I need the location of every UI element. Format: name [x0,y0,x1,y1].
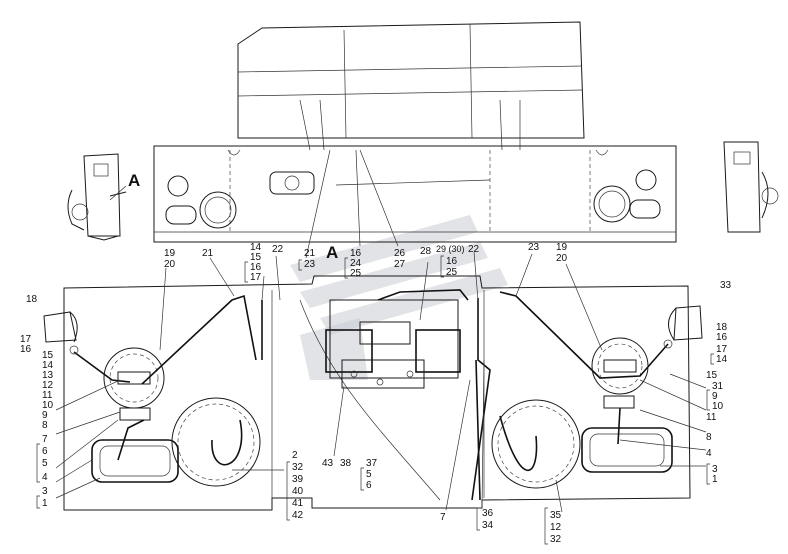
view-marker-a-left: A [128,171,140,190]
callout: 10 [712,401,724,412]
callout: 22 [468,244,480,255]
callout: 20 [556,253,568,264]
callout: 41 [292,498,304,509]
callout: 15 [706,370,718,381]
callout: 6 [366,480,372,491]
callout: 43 [322,458,334,469]
callout: 25 [350,268,362,279]
callout: 10 [42,400,54,411]
left-tail-light [43,311,79,355]
callout: 12 [42,380,54,391]
callout: 20 [164,259,176,270]
left-side-view [67,153,127,241]
right-lamp-assembly [491,291,673,489]
callout: 4 [42,472,48,483]
callout: 34 [482,520,494,531]
callout: 14 [250,242,262,253]
callout: 12 [550,522,562,533]
callout: 29 (30) [436,244,465,254]
callout: 8 [42,420,48,431]
callout: 8 [706,432,712,443]
callout: 15 [250,252,262,263]
callout-labels: A A 19 20 21 14 15 16 17 22 21 23 16 24 … [20,171,732,545]
callout: 18 [26,294,38,305]
callout: 16 [716,332,728,343]
callout: 35 [550,510,562,521]
callout: 17 [250,272,262,283]
cab-outline [237,21,585,151]
callout: 7 [440,512,446,523]
leader-lines [55,149,707,513]
callout: 33 [720,280,732,291]
callout: 23 [304,259,316,270]
callout: 3 [712,464,718,475]
watermark-logo [290,215,508,380]
callout: 5 [42,458,48,469]
callout: 21 [304,248,316,259]
callout: 11 [706,412,717,423]
callout: 19 [556,242,568,253]
callout: 13 [42,370,54,381]
callout: 9 [712,391,718,402]
callout: 31 [712,381,724,392]
callout: 16 [350,248,362,259]
callout: 32 [550,534,562,545]
callout: 42 [292,510,304,521]
callout: 16 [20,344,32,355]
right-tail-light [663,305,703,349]
callout: 9 [42,410,48,421]
callout: 1 [712,474,718,485]
callout: 17 [716,344,728,355]
right-side-view [723,141,779,233]
callout: 14 [716,354,728,365]
callout: 14 [42,360,54,371]
callout: 40 [292,486,304,497]
callout: 22 [272,244,284,255]
label-brackets [36,255,714,545]
callout: 28 [420,246,432,257]
callout: 1 [42,498,48,509]
callout: 32 [292,462,304,473]
callout: 23 [528,242,540,253]
callout: 18 [716,322,728,333]
callout: 17 [20,334,32,345]
callout: 38 [340,458,352,469]
callout: 24 [350,258,362,269]
callout: 36 [482,508,494,519]
callout: 19 [164,248,176,259]
callout: 5 [366,469,372,480]
view-marker-a-center: A [326,243,338,262]
callout: 11 [42,390,53,401]
callout: 15 [42,350,54,361]
callout: 3 [42,486,48,497]
callout: 16 [250,262,262,273]
center-light-unit [325,289,469,389]
callout: 39 [292,474,304,485]
callout: 7 [42,434,48,445]
left-lamp-assembly [73,294,261,487]
callout: 4 [706,448,712,459]
callout: 26 [394,248,406,259]
callout: 6 [42,446,48,457]
callout: 25 [446,267,458,278]
callout: 27 [394,259,406,270]
callout: 16 [446,256,458,267]
callout: 2 [292,450,298,461]
callout: 37 [366,458,378,469]
rear-panel-front-view [153,145,677,243]
callout: 21 [202,248,214,259]
